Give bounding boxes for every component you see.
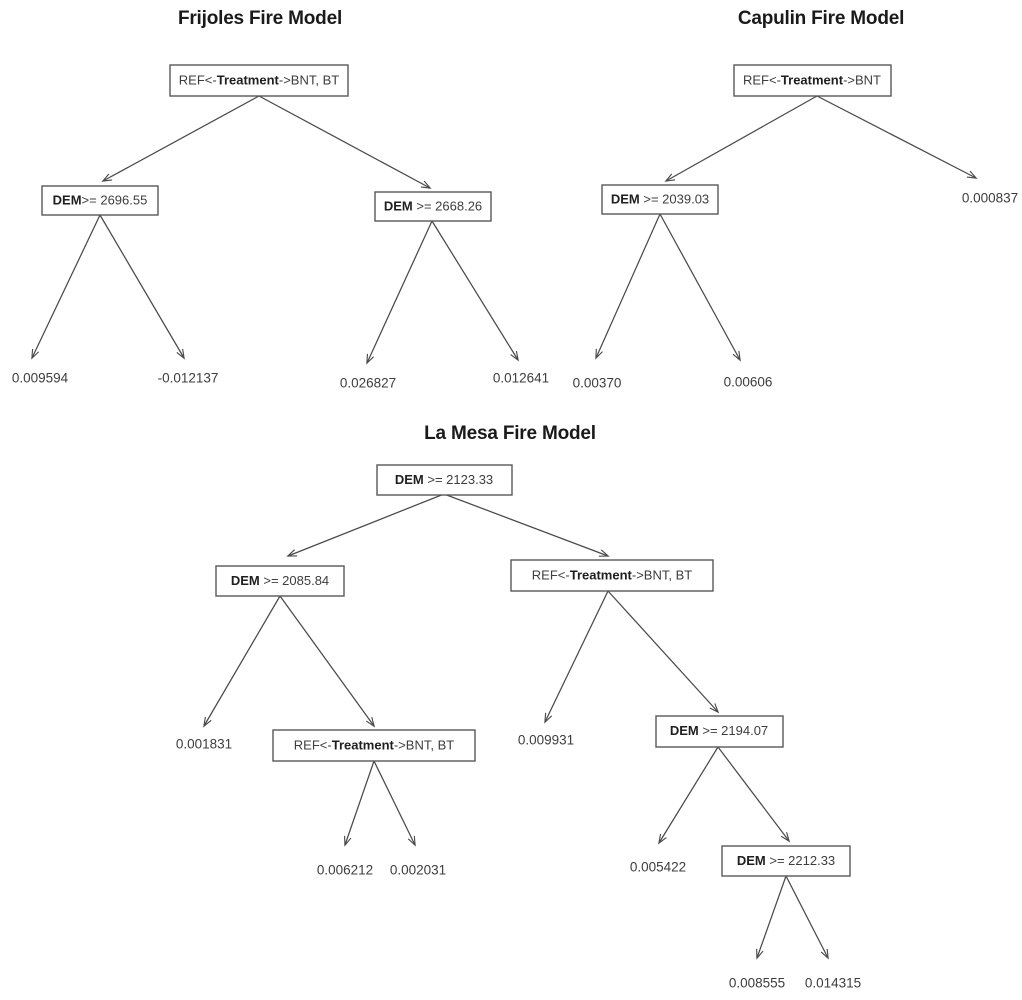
node-frijoles-dem-2668[interactable]: DEM >= 2668.26: [374, 191, 492, 222]
node-frijoles-root-label: REF<-Treatment->BNT, BT: [179, 73, 339, 88]
edge-lr2-to-lr3: [717, 746, 789, 841]
node-capulin-dem-2039-box: [601, 184, 719, 215]
node-frijoles-dem-2668-box: [374, 191, 492, 222]
frijoles-title: Frijoles Fire Model: [178, 8, 342, 29]
leaf-frijoles-0012641: 0.012641: [493, 371, 549, 386]
node-frijoles-dem-2696[interactable]: DEM>= 2696.55: [41, 185, 159, 216]
edge-lr3-to-leaf0008555: [757, 875, 787, 958]
edge-fright-to-leaf3: [367, 220, 433, 363]
edge-croot-to-leaf000837: [816, 95, 976, 178]
leaf-frijoles-0026827: 0.026827: [340, 376, 396, 391]
node-lamesa-dem-2085-label: DEM >= 2085.84: [231, 573, 329, 588]
edge-fleft-to-leaf1: [32, 214, 101, 358]
leaf-frijoles-0009594: 0.009594: [12, 371, 69, 386]
edge-fleft-to-leaf2: [99, 214, 184, 358]
node-frijoles-dem-2696-label: DEM>= 2696.55: [53, 193, 148, 208]
lamesa-model-group: La Mesa Fire Model DEM >= 2123.33 DEM >=…: [176, 423, 861, 991]
node-lamesa-ref-treatment-left[interactable]: REF<-Treatment->BNT, BT: [272, 729, 476, 762]
capulin-model-group: Capulin Fire Model REF<-Treatment->BNT D…: [573, 8, 1019, 391]
edge-lr1-to-leaf0009931: [545, 590, 609, 722]
leaf-capulin-0000837: 0.000837: [962, 191, 1018, 206]
node-capulin-root-label: REF<-Treatment->BNT: [743, 73, 881, 88]
edge-fright-to-leaf4: [431, 220, 518, 360]
edge-lroot-to-ll1: [288, 493, 445, 556]
leaf-lamesa-0002031: 0.002031: [390, 863, 446, 878]
node-lamesa-dem-2123-box: [376, 464, 513, 496]
leaf-frijoles-n0012137: -0.012137: [158, 371, 219, 386]
leaf-lamesa-0005422: 0.005422: [630, 860, 686, 875]
node-lamesa-ref-treatment-left-label: REF<-Treatment->BNT, BT: [294, 738, 454, 753]
edge-ll1-to-ll2: [279, 595, 374, 726]
edge-cleft-to-leaf00370: [596, 213, 661, 358]
frijoles-model-group: Frijoles Fire Model REF<-Treatment->BNT,…: [12, 8, 549, 391]
node-lamesa-dem-2194-box: [655, 715, 784, 748]
leaf-lamesa-0009931: 0.009931: [518, 733, 574, 748]
leaf-capulin-000370: 0.00370: [573, 376, 622, 391]
node-lamesa-dem-2123-label: DEM >= 2123.33: [395, 472, 493, 487]
lamesa-title: La Mesa Fire Model: [424, 423, 596, 444]
edge-lr1-to-lr2: [607, 590, 718, 712]
node-lamesa-dem-2212-box: [721, 845, 851, 877]
node-lamesa-ref-treatment-right-label: REF<-Treatment->BNT, BT: [532, 568, 692, 583]
edge-lroot-to-lr1: [443, 493, 608, 556]
capulin-title: Capulin Fire Model: [738, 8, 904, 29]
node-lamesa-dem-2085-box: [215, 565, 345, 597]
node-frijoles-root[interactable]: REF<-Treatment->BNT, BT: [169, 64, 349, 97]
edge-lr2-to-leaf0005422: [659, 746, 719, 843]
node-frijoles-dem-2696-box: [41, 185, 159, 216]
leaf-lamesa-0006212: 0.006212: [317, 863, 373, 878]
node-lamesa-dem-2212[interactable]: DEM >= 2212.33: [721, 845, 851, 877]
node-lamesa-dem-2212-label: DEM >= 2212.33: [737, 853, 835, 868]
node-capulin-root[interactable]: REF<-Treatment->BNT: [733, 64, 892, 97]
node-lamesa-ref-treatment-right[interactable]: REF<-Treatment->BNT, BT: [510, 559, 714, 592]
edge-ll2-to-leaf0006212: [345, 760, 375, 845]
edge-froot-to-fleft: [103, 95, 260, 181]
leaf-capulin-000606: 0.00606: [724, 375, 773, 390]
node-frijoles-root-box: [169, 64, 349, 97]
node-lamesa-dem-2123[interactable]: DEM >= 2123.33: [376, 464, 513, 496]
leaf-lamesa-0014315: 0.014315: [805, 976, 861, 991]
node-lamesa-dem-2194-label: DEM >= 2194.07: [670, 723, 768, 738]
leaf-lamesa-0001831: 0.001831: [176, 737, 232, 752]
edge-croot-to-cleft: [666, 95, 818, 181]
edge-ll2-to-leaf0002031: [373, 760, 415, 845]
leaf-lamesa-0008555: 0.008555: [729, 976, 785, 991]
node-lamesa-dem-2085[interactable]: DEM >= 2085.84: [215, 565, 345, 597]
edge-froot-to-fright: [258, 95, 430, 188]
node-frijoles-dem-2668-label: DEM >= 2668.26: [384, 199, 482, 214]
node-capulin-dem-2039-label: DEM >= 2039.03: [611, 192, 709, 207]
node-capulin-dem-2039[interactable]: DEM >= 2039.03: [601, 184, 719, 215]
edge-ll1-to-leaf0001831: [204, 595, 281, 726]
node-lamesa-ref-treatment-right-box: [510, 559, 714, 592]
node-capulin-root-box: [733, 64, 892, 97]
edge-cleft-to-leaf00606: [659, 213, 740, 360]
node-lamesa-dem-2194[interactable]: DEM >= 2194.07: [655, 715, 784, 748]
node-lamesa-ref-treatment-left-box: [272, 729, 476, 762]
edge-lr3-to-leaf0014315: [785, 875, 828, 958]
